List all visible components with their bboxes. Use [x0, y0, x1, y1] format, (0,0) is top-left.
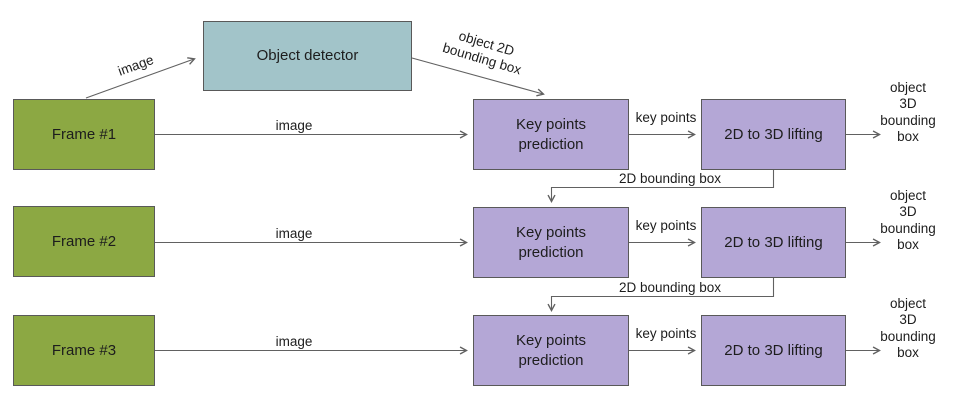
keypoints-prediction-box-3: Key points prediction	[473, 315, 629, 386]
edge-label-image-1: image	[275, 117, 313, 133]
connector-lifting1-to-keypoints2	[547, 170, 775, 203]
lifting-box-1: 2D to 3D lifting	[701, 99, 846, 170]
lifting-box-2: 2D to 3D lifting	[701, 207, 846, 278]
keypoints-prediction-box-1: Key points prediction	[473, 99, 629, 170]
edge-label-key-points-1: key points	[635, 109, 697, 125]
arrow-frame1-to-detector	[85, 57, 196, 99]
lifting-box-3: 2D to 3D lifting	[701, 315, 846, 386]
output-label-object-3d-1: object 3D bounding box	[880, 80, 936, 145]
edge-label-key-points-3: key points	[635, 325, 697, 341]
edge-label-image-2: image	[275, 225, 313, 241]
keypoints-prediction-box-2: Key points prediction	[473, 207, 629, 278]
edge-label-image-3: image	[275, 333, 313, 349]
object-detector-box: Object detector	[203, 21, 412, 91]
frame-2-box: Frame #2	[13, 206, 155, 277]
edge-label-2d-bounding-box-1: 2D bounding box	[618, 170, 722, 186]
edge-label-key-points-2: key points	[635, 217, 697, 233]
edge-label-2d-bounding-box-2: 2D bounding box	[618, 279, 722, 295]
output-label-object-3d-2: object 3D bounding box	[880, 188, 936, 253]
arrow-detector-to-keypoints1	[411, 57, 545, 97]
connector-lifting2-to-keypoints3	[547, 278, 775, 312]
output-label-object-3d-3: object 3D bounding box	[880, 296, 936, 361]
frame-3-box: Frame #3	[13, 315, 155, 386]
frame-1-box: Frame #1	[13, 99, 155, 170]
